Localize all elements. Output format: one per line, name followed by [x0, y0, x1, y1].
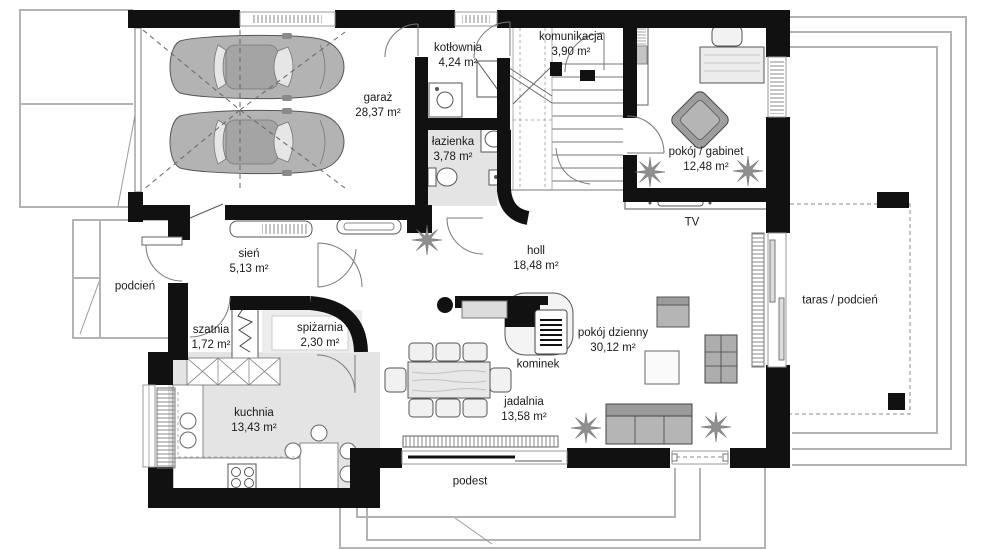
room-label-kuchnia: kuchnia 13,43 m²	[231, 407, 277, 434]
bench	[336, 218, 402, 235]
fireplace-stove	[534, 309, 568, 355]
bathroom-door	[446, 217, 484, 255]
staircase	[496, 28, 623, 191]
room-label-spizarnia: spiżarnia 2,30 m²	[296, 322, 344, 349]
room-label-podest: podest	[452, 475, 488, 488]
fireplace-column	[437, 297, 453, 313]
window-blind	[252, 15, 322, 23]
room-label-kominek: kominek	[516, 358, 560, 371]
plant-icon	[570, 412, 602, 444]
podest-diagonal	[454, 517, 493, 545]
szatnia-door	[189, 296, 231, 338]
toilet-icon	[436, 167, 458, 187]
podest-outline-outer	[339, 468, 766, 549]
wardrobe-hangers	[231, 303, 259, 359]
car-icon	[169, 107, 345, 177]
toilet-tank	[427, 167, 437, 187]
fireplace-shelf	[461, 300, 508, 319]
room-label-podcien: podcień	[114, 280, 156, 293]
taras-pillar	[877, 192, 909, 208]
taras-outline-mid	[788, 31, 952, 450]
sink-bowl	[179, 431, 197, 449]
coffee-table	[644, 350, 680, 385]
living-furniture	[605, 196, 769, 445]
radiator	[156, 387, 176, 469]
room-label-kotlownia: kotłownia 4,24 m²	[434, 42, 482, 69]
hall-double-door	[317, 242, 363, 288]
garage-hall-door-leaf	[189, 203, 224, 219]
podcien-diagonal	[79, 281, 100, 335]
room-label-sien: sień 5,13 m²	[229, 248, 269, 275]
dining-chair	[408, 342, 434, 362]
taras-dashed-line	[788, 203, 911, 415]
dining-chair	[489, 367, 512, 393]
room-label-garaz: garaż 28,37 m²	[355, 92, 401, 119]
dining-chair	[408, 398, 434, 418]
desk	[699, 46, 765, 84]
taras-outline-outer	[788, 16, 967, 466]
garage-door	[134, 27, 142, 193]
plant-icon	[634, 156, 666, 188]
stair-wall-stub	[550, 62, 562, 76]
site-outlines	[19, 9, 967, 549]
room-label-taras: taras / podcień	[802, 294, 878, 307]
dining-chair	[384, 367, 407, 393]
room-label-lazienka: łazienka 3,78 m²	[431, 136, 475, 163]
garage-door-swing-lines	[142, 29, 346, 191]
armchair	[671, 91, 729, 149]
podest-outline-mid	[366, 468, 701, 541]
spizarnia-shelf	[271, 315, 349, 351]
doors	[141, 21, 665, 394]
stool	[284, 442, 302, 460]
taras-outline-inner	[788, 46, 938, 434]
room-label-komunikacja: komunikacja 3,90 m²	[539, 31, 603, 58]
entrance-door-arc	[145, 244, 183, 282]
garage-contents	[134, 27, 346, 193]
room-label-pokoj-dzienny: pokój dzienny 30,12 m²	[577, 327, 649, 354]
room-label-jadalnia: jadalnia 13,58 m²	[501, 396, 547, 423]
podcien-inner-lines	[73, 220, 101, 338]
room-label-gabinet: pokój / gabinet 12,48 m²	[668, 146, 744, 173]
dining-chair	[462, 398, 488, 418]
room-label-tv: TV	[684, 216, 700, 229]
stair-wall-stub	[580, 70, 595, 81]
driveway-diagonal	[117, 109, 137, 207]
fireplace	[437, 292, 574, 356]
garage-boiler-door	[384, 23, 419, 58]
plant-icon	[700, 411, 732, 443]
gabinet-door	[626, 115, 665, 154]
dining-chair	[435, 342, 461, 362]
dining-furniture	[384, 342, 559, 448]
kitchen-contents	[172, 357, 357, 491]
car-icon	[169, 32, 345, 102]
sink-bowl	[179, 412, 197, 430]
driveway-outline	[19, 9, 133, 208]
windows	[142, 11, 787, 469]
dining-chair	[462, 342, 488, 362]
entrance-door-leaf	[141, 236, 183, 246]
stool	[310, 424, 328, 442]
hall-furniture	[229, 218, 402, 359]
dining-chair	[435, 398, 461, 418]
plant-icon	[411, 224, 443, 256]
radiator	[751, 232, 765, 368]
taras-pillar	[888, 393, 905, 410]
kitchen-peninsula	[299, 442, 339, 490]
gabinet-furniture	[627, 16, 765, 149]
desk-chair	[711, 25, 743, 47]
radiator	[402, 435, 559, 448]
stairs-top-door	[564, 32, 605, 73]
spizarnia-door	[316, 354, 356, 394]
room-label-holl: holl 18,48 m²	[513, 245, 559, 272]
walls	[128, 10, 909, 508]
podest-outline-inner	[356, 468, 676, 518]
room-label-szatnia: szatnia 1,72 m²	[191, 324, 231, 351]
washer-icon	[428, 82, 463, 118]
boiler-stairs-door	[473, 21, 511, 59]
